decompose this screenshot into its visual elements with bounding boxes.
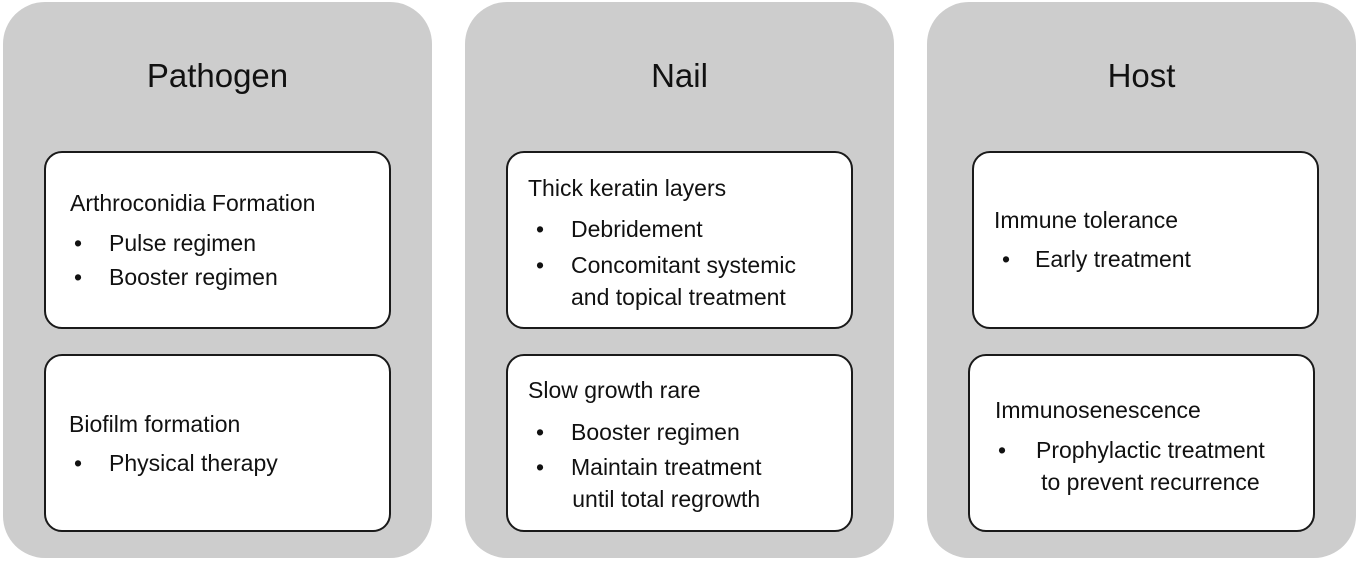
bullet-text: Physical therapy [109, 450, 278, 476]
bullet-dot-icon: • [536, 216, 545, 242]
bullet-dot-icon: • [536, 252, 545, 278]
card-slow-growth-rare: Slow growth rare • Booster regimen • Mai… [506, 354, 853, 532]
bullet-text: Debridement [571, 216, 703, 242]
bullet-dot-icon: • [74, 230, 83, 256]
column-title-nail: Nail [651, 57, 708, 94]
bullet-text: Early treatment [1035, 246, 1191, 272]
bullet-text: Pulse regimen [109, 230, 257, 256]
bullet-text: Concomitant systemic and topical treatme… [571, 252, 796, 310]
card-immune-tolerance: Immune tolerance • Early treatment [972, 151, 1319, 329]
card-arthroconidia-formation: Arthroconidia Formation • Pulse regimen … [44, 151, 391, 329]
bullet-dot-icon: • [74, 450, 83, 476]
bullet-dot-icon: • [1002, 246, 1011, 272]
bullet-text: Booster regimen [571, 419, 740, 445]
column-title-host: Host [1107, 57, 1176, 94]
column-host: Host Immune tolerance • Early treatment … [927, 2, 1356, 558]
card-biofilm-formation: Biofilm formation • Physical therapy [44, 354, 391, 532]
column-title-pathogen: Pathogen [146, 57, 289, 94]
bullet-dot-icon: • [536, 454, 545, 480]
card-heading: Thick keratin layers [528, 175, 727, 201]
card-heading: Immunosenescence [995, 397, 1201, 423]
card-heading: Immune tolerance [994, 207, 1179, 233]
card-immunosenescence: Immunosenescence • Prophylactic treatmen… [968, 354, 1315, 532]
card-heading: Slow growth rare [528, 377, 701, 403]
card-heading: Biofilm formation [69, 411, 241, 437]
bullet-dot-icon: • [998, 437, 1007, 463]
column-nail: Nail Thick keratin layers • Debridement … [465, 2, 894, 558]
bullet-text: Booster regimen [109, 264, 278, 290]
column-pathogen: Pathogen Arthroconidia Formation • Pulse… [3, 2, 432, 558]
bullet-text: Maintain treatment until total regrowth [571, 454, 762, 512]
card-thick-keratin-layers: Thick keratin layers • Debridement • Con… [506, 151, 853, 329]
card-heading: Arthroconidia Formation [70, 190, 316, 216]
bullet-dot-icon: • [536, 419, 545, 445]
bullet-text: Prophylactic treatment to prevent recurr… [1036, 437, 1265, 495]
bullet-dot-icon: • [74, 264, 83, 290]
